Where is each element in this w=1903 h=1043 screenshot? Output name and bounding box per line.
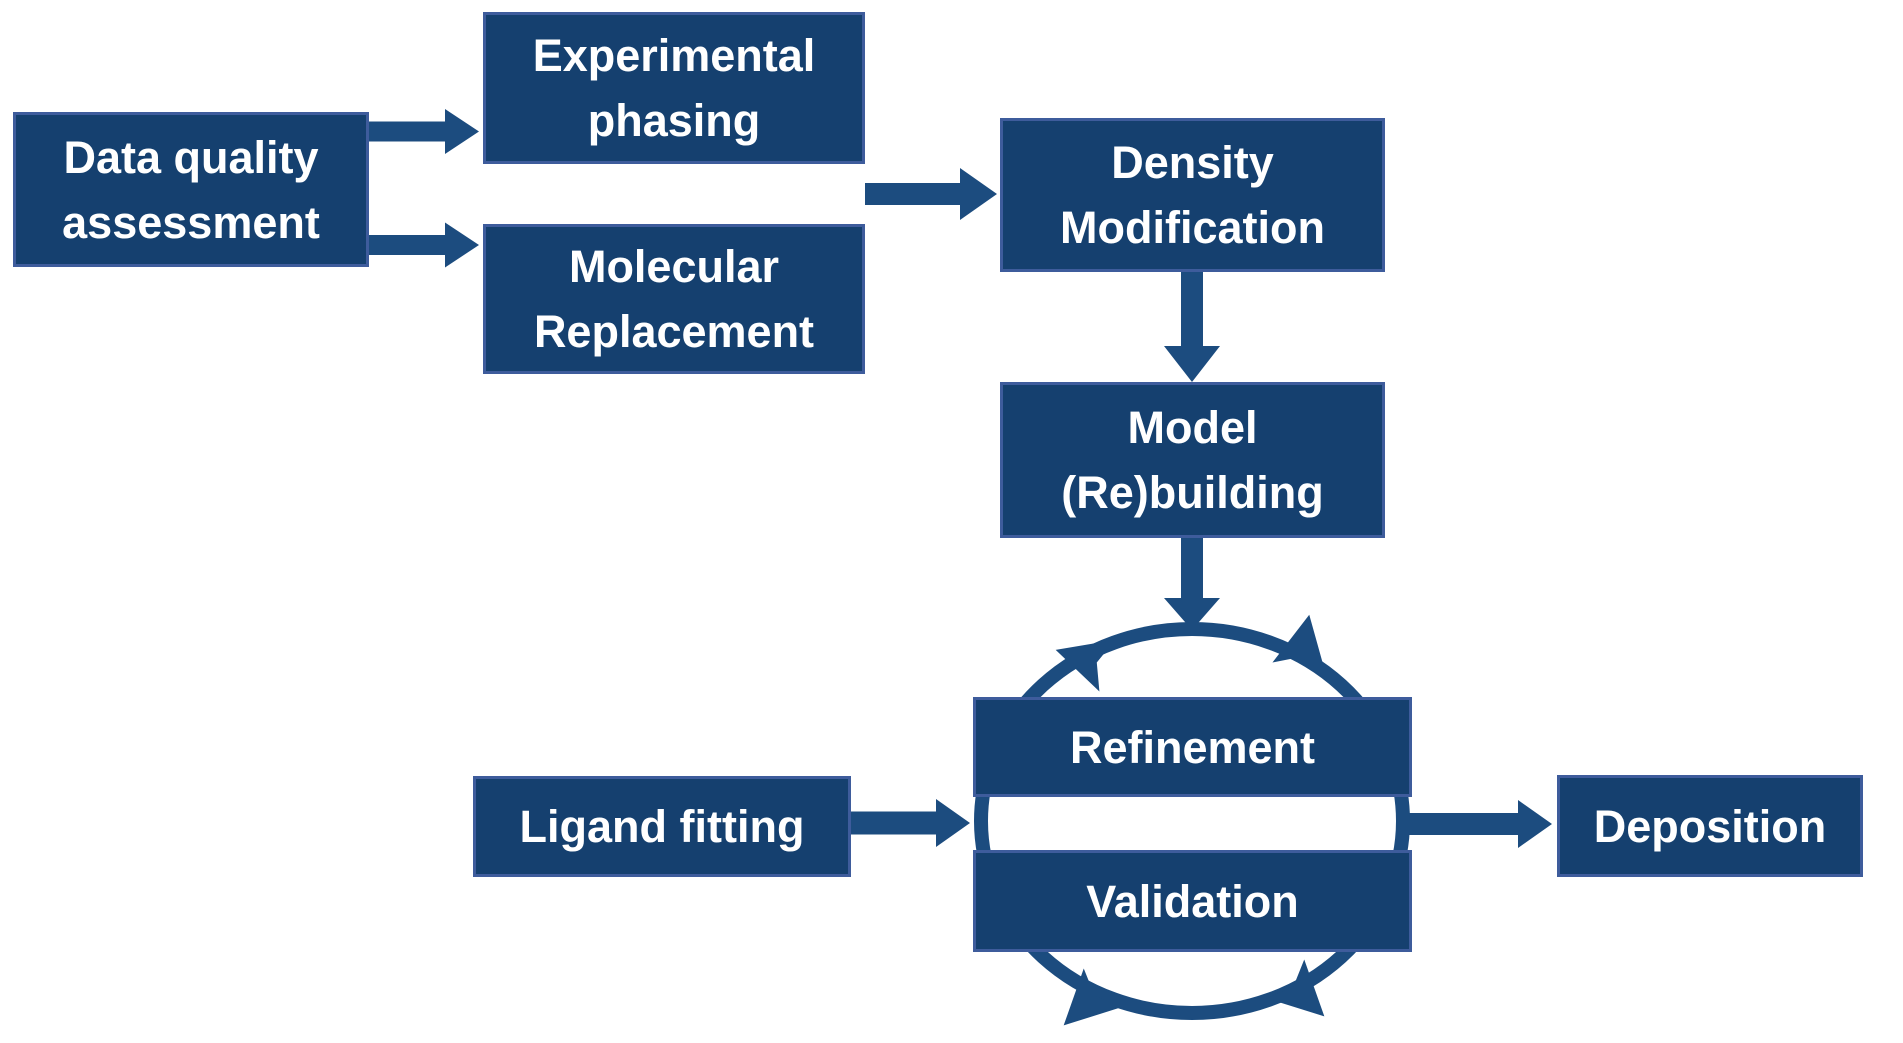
arrow-phasing-to-density: [865, 168, 997, 220]
arrow-model-to-cycle: [1164, 538, 1220, 630]
arrow-density-to-model: [1164, 272, 1220, 382]
node-ligand-fitting: Ligand fitting: [473, 776, 851, 877]
node-refinement: Refinement: [973, 697, 1412, 797]
arrow-ligand-to-cycle: [851, 799, 970, 847]
arrow-cycle-to-deposition: [1406, 800, 1552, 848]
cycle-arrowhead-top-left-icon: [1055, 639, 1116, 692]
arrow-dataquality-to-molecular: [369, 222, 479, 268]
node-density-modification: Density Modification: [1000, 118, 1385, 272]
cycle-arrowhead-bottom-right-icon: [1266, 959, 1325, 1017]
arrow-dataquality-to-experimental: [369, 109, 479, 154]
node-data-quality-assessment: Data quality assessment: [13, 112, 369, 267]
node-deposition: Deposition: [1557, 775, 1863, 877]
node-experimental-phasing: Experimental phasing: [483, 12, 865, 164]
node-model-rebuilding: Model (Re)building: [1000, 382, 1385, 538]
cycle-arrowhead-top-right-icon: [1272, 614, 1326, 673]
cycle-arrowhead-bottom-left-icon: [1063, 968, 1122, 1026]
node-molecular-replacement: Molecular Replacement: [483, 224, 865, 374]
node-validation: Validation: [973, 850, 1412, 952]
cycle-ring: [974, 622, 1410, 1020]
